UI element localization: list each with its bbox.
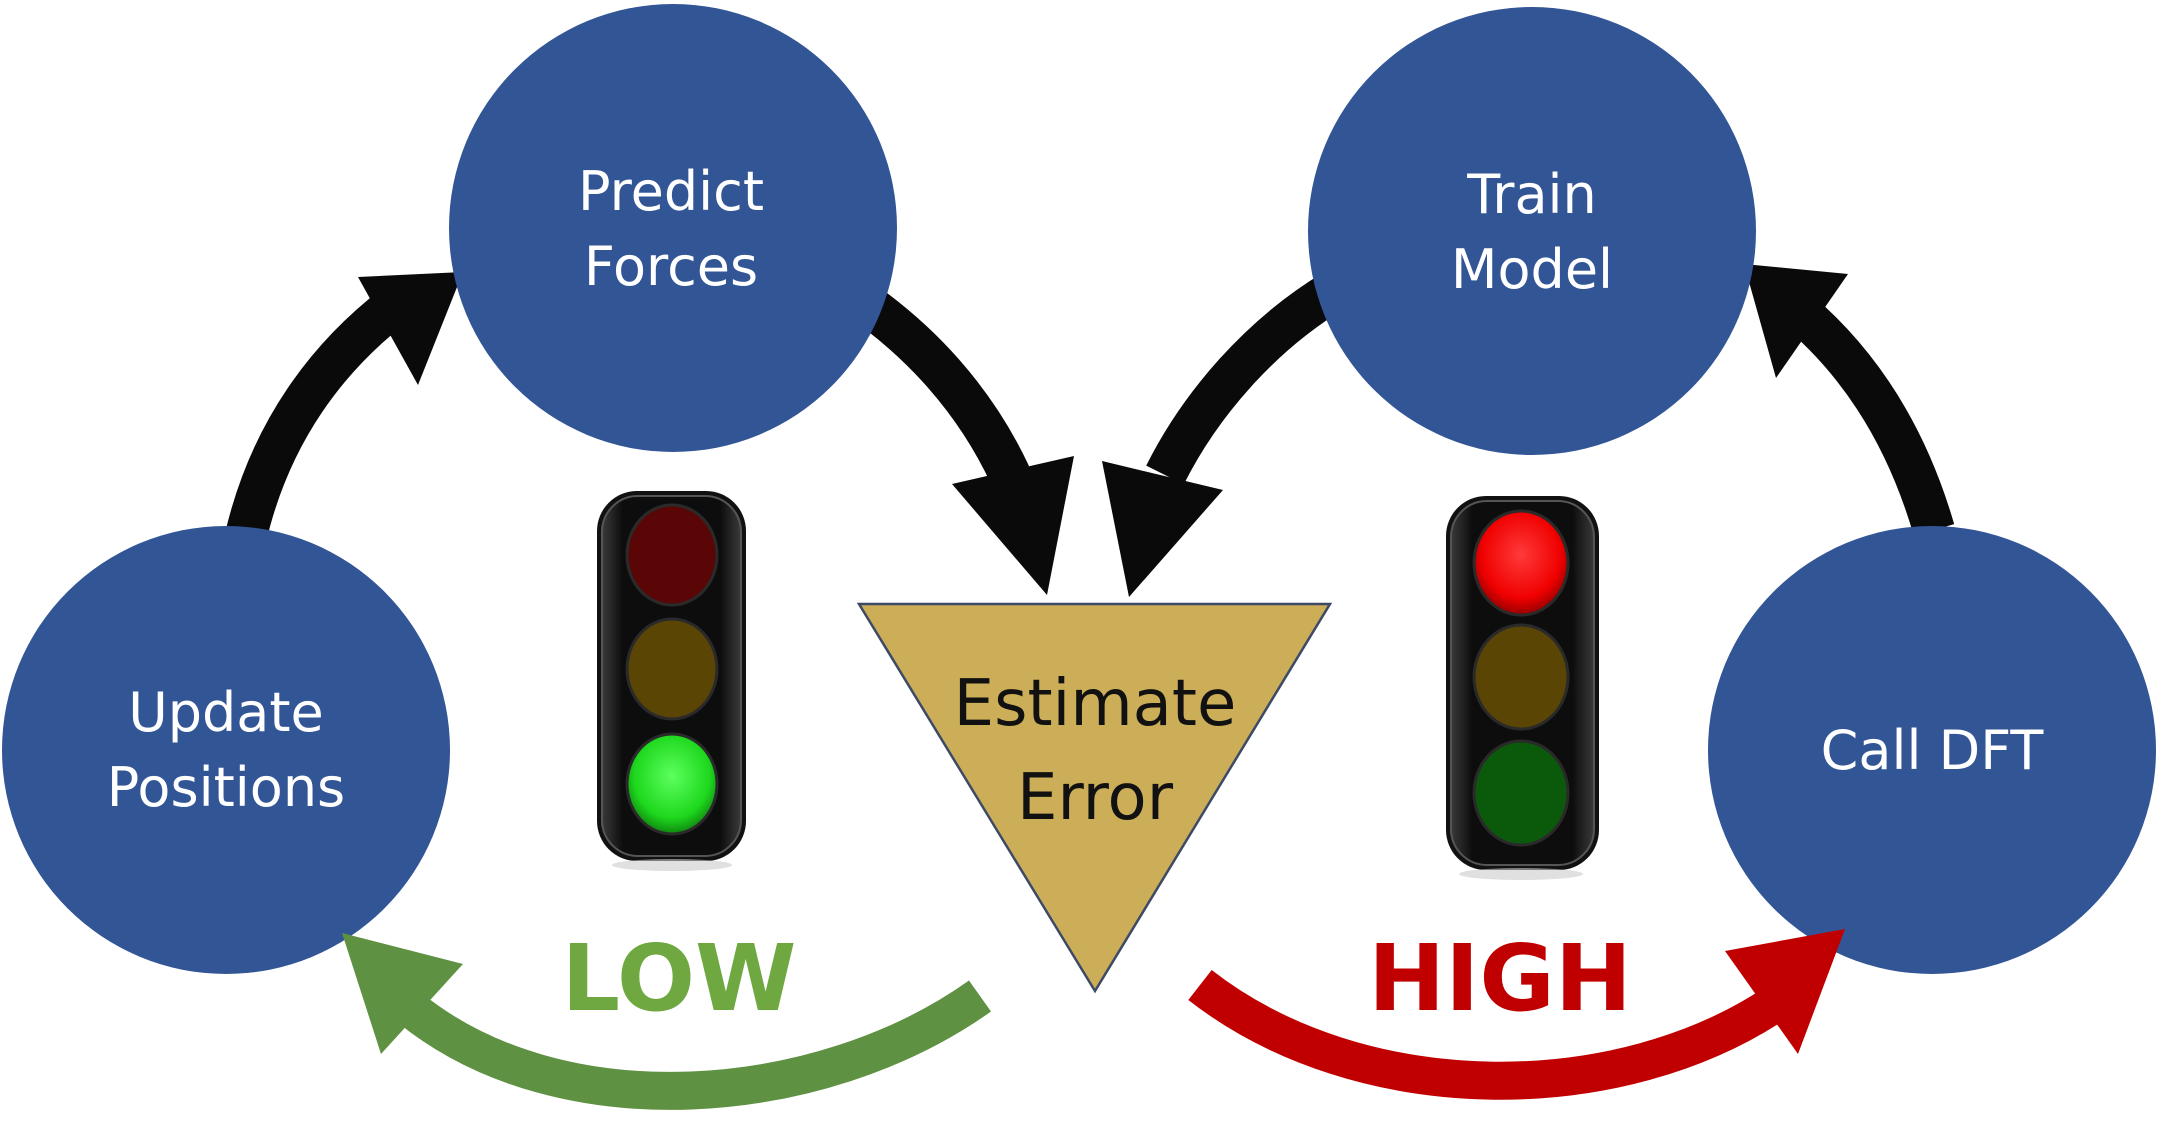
green-lamp-on-icon xyxy=(625,732,719,836)
arrow-low-head xyxy=(342,933,463,1054)
yellow-lamp-off-icon xyxy=(625,617,719,721)
arrow-train-to-estimate-head xyxy=(1102,461,1223,597)
predict-forces-label-2: Forces xyxy=(584,235,758,298)
predict-forces-node xyxy=(449,4,897,452)
call-dft-node xyxy=(1708,526,2156,974)
arrow-update-to-predict xyxy=(224,288,408,545)
high-label: HIGH xyxy=(1368,925,1632,1032)
low-label: LOW xyxy=(561,925,796,1032)
arrow-predict-to-estimate-head xyxy=(952,456,1074,595)
call-dft-label: Call DFT xyxy=(1821,719,2045,782)
green-lamp-off-icon xyxy=(1472,739,1570,847)
update-positions-node xyxy=(2,526,450,974)
predict-forces-label-1: Predict xyxy=(578,160,764,223)
traffic-light-right xyxy=(1446,496,1599,880)
arrow-dft-to-train-head xyxy=(1744,264,1848,378)
update-positions-label-1: Update xyxy=(128,681,324,744)
traffic-light-left xyxy=(597,491,746,871)
estimate-error-label-1: Estimate xyxy=(954,667,1237,741)
arrow-train-to-estimate xyxy=(1146,271,1346,485)
estimate-error-node xyxy=(856,602,1333,994)
red-lamp-off-icon xyxy=(625,503,719,607)
train-model-node xyxy=(1308,7,1756,455)
yellow-lamp-off-icon xyxy=(1472,623,1570,731)
arrow-low xyxy=(398,980,992,1110)
estimate-error-label-2: Error xyxy=(1017,761,1174,835)
train-model-label-2: Model xyxy=(1451,238,1613,301)
update-positions-label-2: Positions xyxy=(107,756,345,819)
red-lamp-on-icon xyxy=(1472,509,1570,617)
arrow-dft-to-train xyxy=(1771,283,1955,536)
arrow-update-to-predict-head xyxy=(358,272,463,385)
arrow-high xyxy=(1188,970,1791,1100)
train-model-label-1: Train xyxy=(1466,163,1597,226)
arrow-high-head xyxy=(1725,929,1845,1054)
arrow-predict-to-estimate xyxy=(843,278,1030,485)
